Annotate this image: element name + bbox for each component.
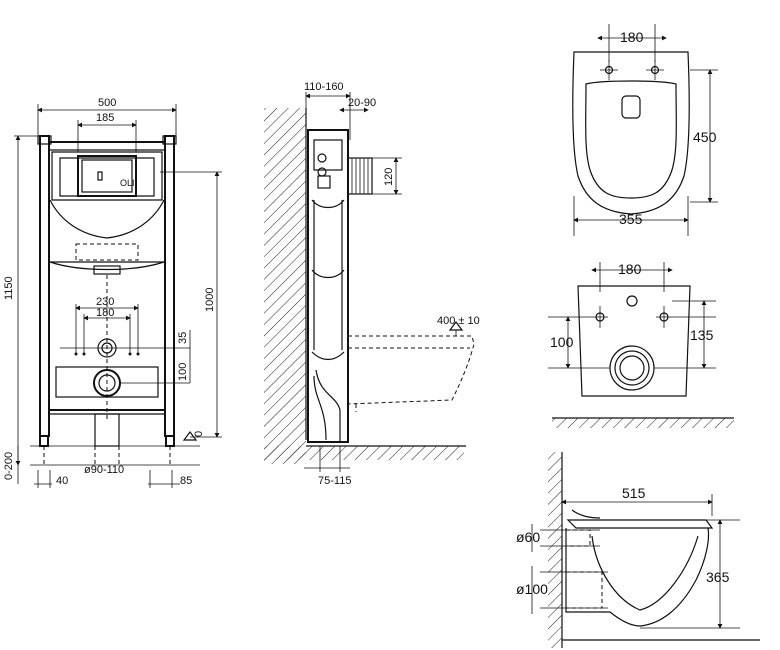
side-height-120: 120	[383, 168, 395, 186]
front-top-span-label: 185	[96, 112, 114, 124]
side-view: 110-160 20-90 120 400 ± 1	[264, 81, 480, 487]
profile-view: 515 ø60 ø100 365	[516, 452, 760, 648]
side-stud-label: 20-90	[348, 97, 376, 109]
side-seat-height: 400 ± 10	[437, 315, 480, 327]
front-plate-badge: OLI	[120, 178, 135, 188]
top-length: 450	[693, 129, 717, 145]
front-height-frame-label: 1000	[204, 288, 216, 312]
top-view: 180 450 355	[572, 24, 718, 236]
front-height-total-label: 1150	[3, 276, 15, 300]
front-view: 500 185 1150 1000 OLI	[3, 97, 222, 488]
profile-outlet-dia: ø100	[516, 581, 548, 597]
front-span-180: 180	[96, 307, 114, 319]
back-hole-spacing: 180	[618, 261, 642, 277]
front-dim-35: 35	[177, 332, 189, 344]
front-dim-100: 100	[177, 363, 189, 381]
profile-inlet-dia: ø60	[516, 529, 540, 545]
front-leg-adjust: 0-200	[3, 452, 15, 480]
back-right-dim: 135	[690, 327, 714, 343]
top-hole-spacing: 180	[620, 29, 644, 45]
front-offset-85: 85	[180, 475, 192, 487]
front-leg-width: 40	[56, 475, 68, 487]
back-left-dim: 100	[550, 334, 574, 350]
side-bottom-offset: 75-115	[318, 475, 351, 487]
profile-length: 515	[622, 485, 646, 501]
front-span-230: 230	[96, 296, 114, 308]
front-drain-dia: ø90-110	[84, 464, 124, 476]
front-zero-mark: 0	[193, 431, 205, 437]
top-width: 355	[619, 211, 643, 227]
side-depth-label: 110-160	[304, 81, 344, 93]
front-width-label: 500	[98, 97, 116, 109]
profile-height: 365	[706, 569, 730, 585]
back-view: 180 100 135	[548, 261, 734, 428]
